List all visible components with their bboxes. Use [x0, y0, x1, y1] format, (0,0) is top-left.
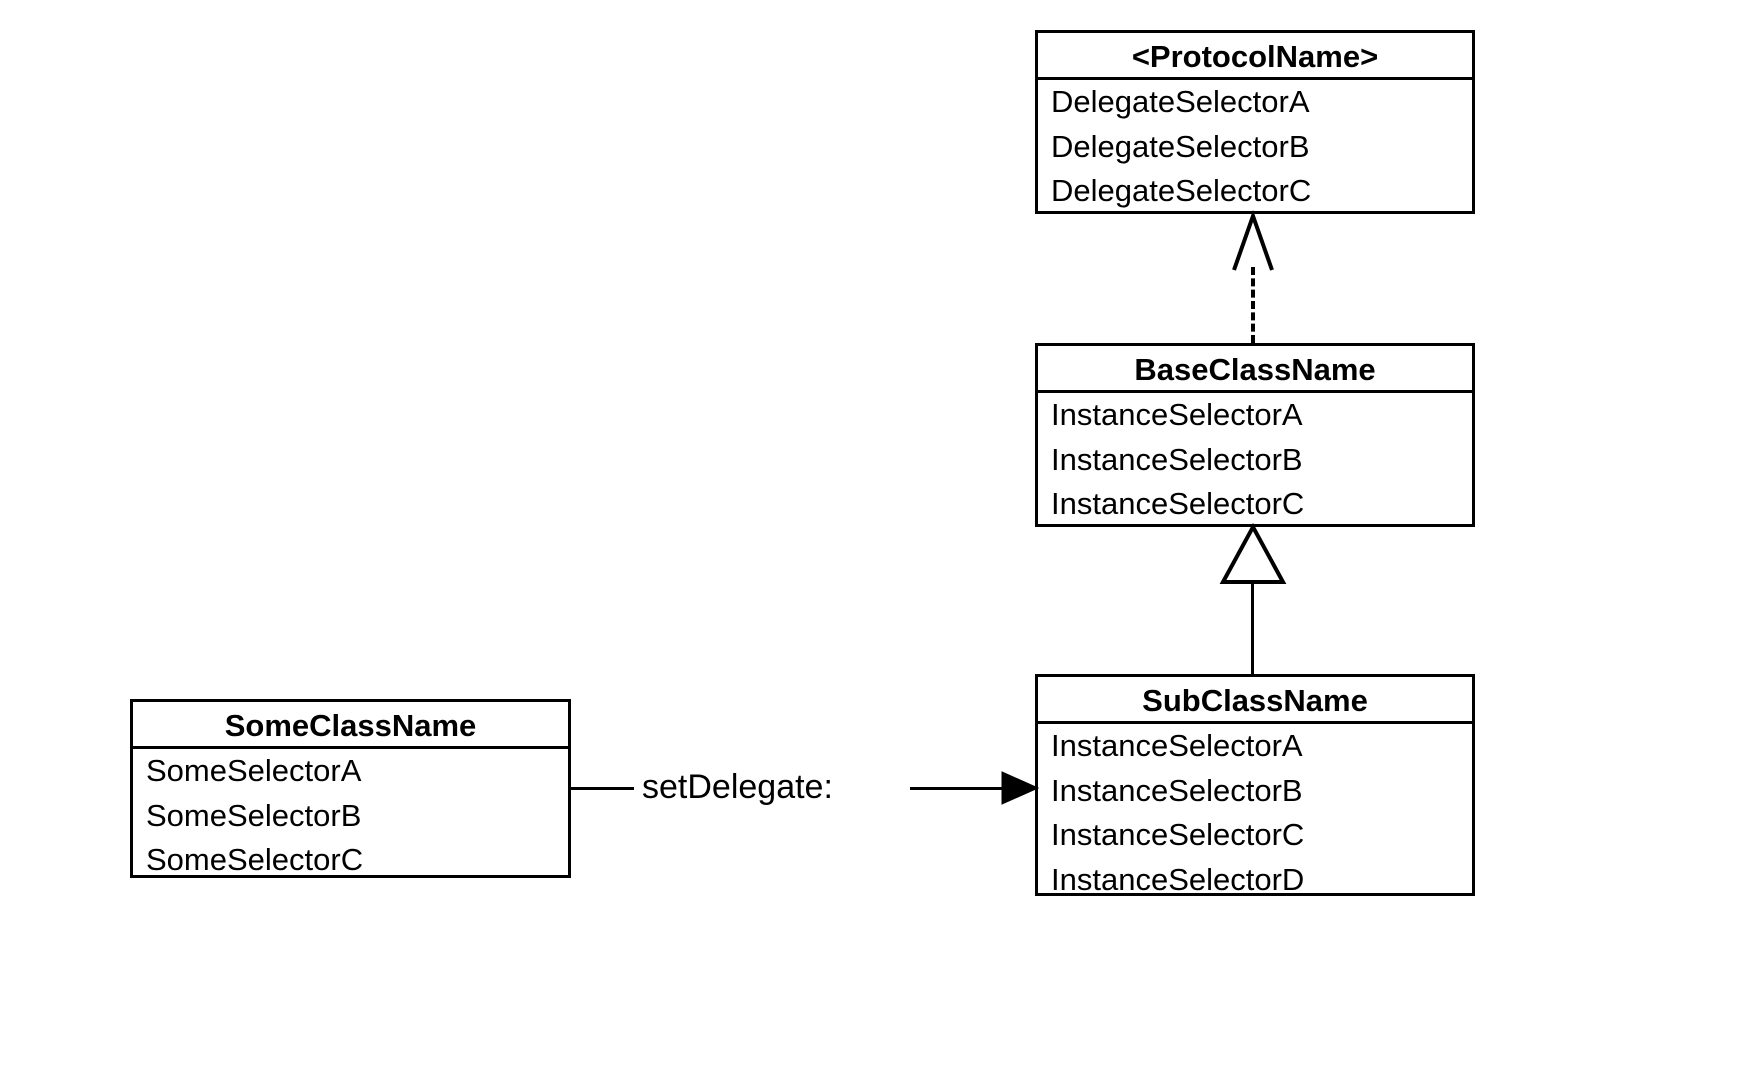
class-member: InstanceSelectorA — [1051, 728, 1303, 763]
class-box-sub[interactable]: SubClassName InstanceSelectorA InstanceS… — [1035, 674, 1475, 897]
generalization-hollow-triangle — [1219, 522, 1287, 584]
class-box-sub-members: InstanceSelectorA InstanceSelectorB Inst… — [1038, 724, 1472, 902]
association-filled-arrowhead — [1001, 771, 1040, 805]
class-box-protocol-members: DelegateSelectorA DelegateSelectorB Dele… — [1038, 80, 1472, 214]
class-member: SomeSelectorC — [146, 842, 364, 877]
association-line-left — [571, 787, 634, 790]
class-box-some-title: SomeClassName — [133, 702, 568, 749]
class-member: InstanceSelectorA — [1051, 397, 1303, 432]
class-box-sub-title: SubClassName — [1038, 677, 1472, 724]
association-line-right — [910, 787, 1020, 790]
class-box-base-title: BaseClassName — [1038, 346, 1472, 393]
class-box-base-members: InstanceSelectorA InstanceSelectorB Inst… — [1038, 393, 1472, 527]
class-member: DelegateSelectorC — [1051, 173, 1312, 208]
class-member: InstanceSelectorB — [1051, 772, 1303, 808]
class-member: InstanceSelectorC — [1051, 817, 1305, 852]
class-member: InstanceSelectorC — [1051, 486, 1305, 521]
class-member: DelegateSelectorA — [1051, 84, 1310, 119]
class-member: InstanceSelectorB — [1051, 441, 1303, 477]
class-box-some-members: SomeSelectorA SomeSelectorB SomeSelector… — [133, 749, 568, 883]
class-member: SomeSelectorA — [146, 753, 362, 788]
generalization-line — [1251, 583, 1254, 675]
association-label: setDelegate: — [642, 768, 833, 806]
class-member: DelegateSelectorB — [1051, 128, 1310, 164]
class-box-protocol-title: <ProtocolName> — [1038, 33, 1472, 80]
class-box-protocol[interactable]: <ProtocolName> DelegateSelectorA Delegat… — [1035, 30, 1475, 214]
realization-open-arrowhead — [1232, 209, 1274, 271]
realization-dashed-line — [1251, 267, 1255, 343]
class-box-base[interactable]: BaseClassName InstanceSelectorA Instance… — [1035, 343, 1475, 527]
class-member: SomeSelectorB — [146, 797, 362, 833]
class-box-some[interactable]: SomeClassName SomeSelectorA SomeSelector… — [130, 699, 571, 878]
class-member: InstanceSelectorD — [1051, 861, 1305, 897]
